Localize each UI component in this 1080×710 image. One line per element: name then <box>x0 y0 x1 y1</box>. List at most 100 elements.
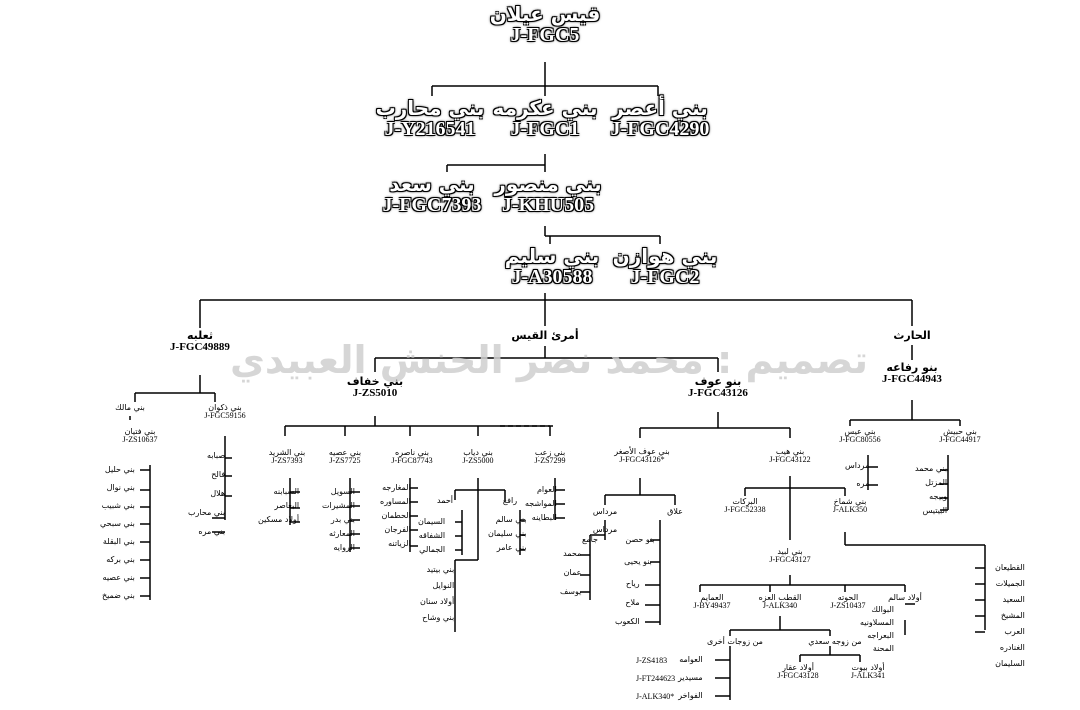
list-item: بني شبيب <box>101 501 135 510</box>
node-awfasghar-code: J-FGC43126* <box>619 455 665 465</box>
node-hawazin-name: بني هوازن <box>612 244 718 268</box>
node-allaq: علاق <box>667 507 683 516</box>
node-thaalaba-name: ثعلبه <box>186 329 213 342</box>
list-item: مسيدير <box>678 673 703 682</box>
node-root: قيس عيلان J-FGC5 <box>490 4 601 46</box>
node-labid-code: J-FGC43127 <box>769 555 811 565</box>
list-item: بني محمد <box>915 464 948 473</box>
list-item: البعراجه <box>867 631 894 640</box>
list-item: محمد <box>563 549 582 558</box>
node-saad: بني سعد J-FGC7393 <box>383 174 482 216</box>
node-saadi-wife-name: من زوجه سعدي <box>808 637 862 646</box>
list-item: السيمان <box>418 517 446 526</box>
node-dhakwan: بني ذكوان J-FGC59156 <box>204 403 246 421</box>
node-rifaa: بنو رفاعه J-FGC44943 <box>882 362 942 385</box>
node-asur-code: J-FGC4290 <box>610 118 710 140</box>
node-qutb-name: القطب العزه <box>758 593 802 602</box>
node-barakat: البركات J-FGC52338 <box>724 497 765 515</box>
list-item: الفرجان <box>384 525 411 534</box>
node-hutna: الحوته J-ZS10437 <box>830 593 865 611</box>
node-asur: بني أعصر J-FGC4290 <box>611 98 710 140</box>
list-item: صبابه <box>206 451 226 460</box>
list-item: العرب <box>1004 627 1025 636</box>
list-item: المسلاونيه <box>860 618 894 627</box>
list-item: البوالك <box>871 605 894 614</box>
node-awladbuyut-code: J-ALK341 <box>850 671 886 681</box>
list-item: الغنادره <box>999 643 1025 652</box>
list-item: المشيخ <box>1000 611 1025 620</box>
node-thaalaba: ثعلبه J-FGC49889 <box>170 330 230 353</box>
node-awf-name: بنو عوف <box>694 375 742 388</box>
list-item: بني مره <box>198 527 226 536</box>
node-dhiyab-name: بني دياب <box>463 448 493 457</box>
node-usayya-code: J-ZS7725 <box>329 456 361 466</box>
node-awladaqqar-code: J-FGC43128 <box>777 671 819 681</box>
node-yahya: بنو يحيى <box>624 557 652 566</box>
node-hubaysh-name: بني حبيش <box>943 427 977 436</box>
node-usayya-name: بني عصيه <box>328 448 362 457</box>
list-item: الروايه <box>333 543 356 552</box>
node-saadi-wife: من زوجه سعدي <box>808 637 862 646</box>
node-rifaa-code: J-FGC44943 <box>882 372 942 385</box>
node-dhakwan-code: J-FGC59156 <box>204 411 246 421</box>
node-ayayma: العمايم J-BY49437 <box>693 593 731 611</box>
node-shammakh-code: J-ALK350 <box>832 505 868 515</box>
node-hasan: بنو حصن <box>625 535 654 544</box>
node-ayayma-code: J-BY49437 <box>693 601 731 611</box>
node-awladbuyut-name: أولاد بيوت <box>851 663 885 672</box>
list-item: المواشجه <box>525 499 557 508</box>
node-fiyan: بني فتيان J-ZS10637 <box>122 427 157 445</box>
list-item: المشيرات <box>322 501 356 510</box>
list-item: الفواخر <box>678 691 703 700</box>
node-rafi-name: رافع <box>502 496 518 505</box>
node-imruqais: أمرئ القيس <box>511 330 578 342</box>
node-sulaym-name: بني سليم <box>504 244 600 268</box>
list-item: العوام <box>536 485 557 494</box>
node-khuffaf-code: J-ZS5010 <box>352 386 398 399</box>
list-item: J-FT244623 <box>636 674 676 683</box>
node-muharib-code: J-Y216541 <box>384 118 476 140</box>
list-item: هلال <box>210 489 226 498</box>
list-item: الزياتنه <box>388 539 411 548</box>
node-awf-code: J-FGC43126 <box>688 386 748 399</box>
node-allaq-name: علاق <box>667 507 683 516</box>
list-item: البطاينه <box>531 513 557 522</box>
node-awf: بنو عوف J-FGC43126 <box>688 376 748 399</box>
node-zaab: بني زعب J-ZS7299 <box>534 448 565 466</box>
node-fiyan-name: بني فتيان <box>124 427 156 436</box>
list-item: السليمان <box>995 659 1025 668</box>
list-item: المغارجه <box>382 483 411 492</box>
node-awladaqqar-name: أولاد عقار <box>782 663 814 672</box>
node-ahmad: أحمد <box>437 496 453 505</box>
node-awfasghar-name: بني عوف الأصغر <box>614 447 670 456</box>
list-item: فالح <box>211 470 226 479</box>
node-mirdas-name: مرداس <box>592 507 618 516</box>
node-imruqais-name: أمرئ القيس <box>511 329 579 342</box>
list-item: J-ZS4183 <box>636 656 668 665</box>
list-item: النوايل <box>432 581 455 590</box>
node-saad-code: J-FGC7393 <box>382 194 482 216</box>
node-jamih: جامع <box>582 535 598 544</box>
node-hawazin: بني هوازن J-FGC2 <box>613 246 718 288</box>
node-malik: بني مالك <box>115 403 145 412</box>
node-qutb: القطب العزه J-ALK340 <box>758 593 802 611</box>
node-malik-name: بني مالك <box>115 403 145 412</box>
node-saad-name: بني سعد <box>389 172 475 196</box>
list-item: مره <box>856 479 870 488</box>
node-awladsalim-name: أولاد سالم <box>888 593 922 602</box>
node-hubaysh: بني حبيش J-FGC44917 <box>939 427 980 445</box>
list-item: المزتل <box>925 478 948 487</box>
list-item: J-ALK340* <box>636 692 675 701</box>
node-labid: بني لبيد J-FGC43127 <box>769 547 811 565</box>
list-zaab: العوام المواشجه البطاينه <box>525 486 557 528</box>
node-hawazin-code: J-FGC2 <box>630 266 700 288</box>
node-abs-name: بني عيس <box>844 427 876 436</box>
node-hutna-name: الحوته <box>837 593 859 602</box>
node-ikrima-code: J-FGC1 <box>510 118 580 140</box>
